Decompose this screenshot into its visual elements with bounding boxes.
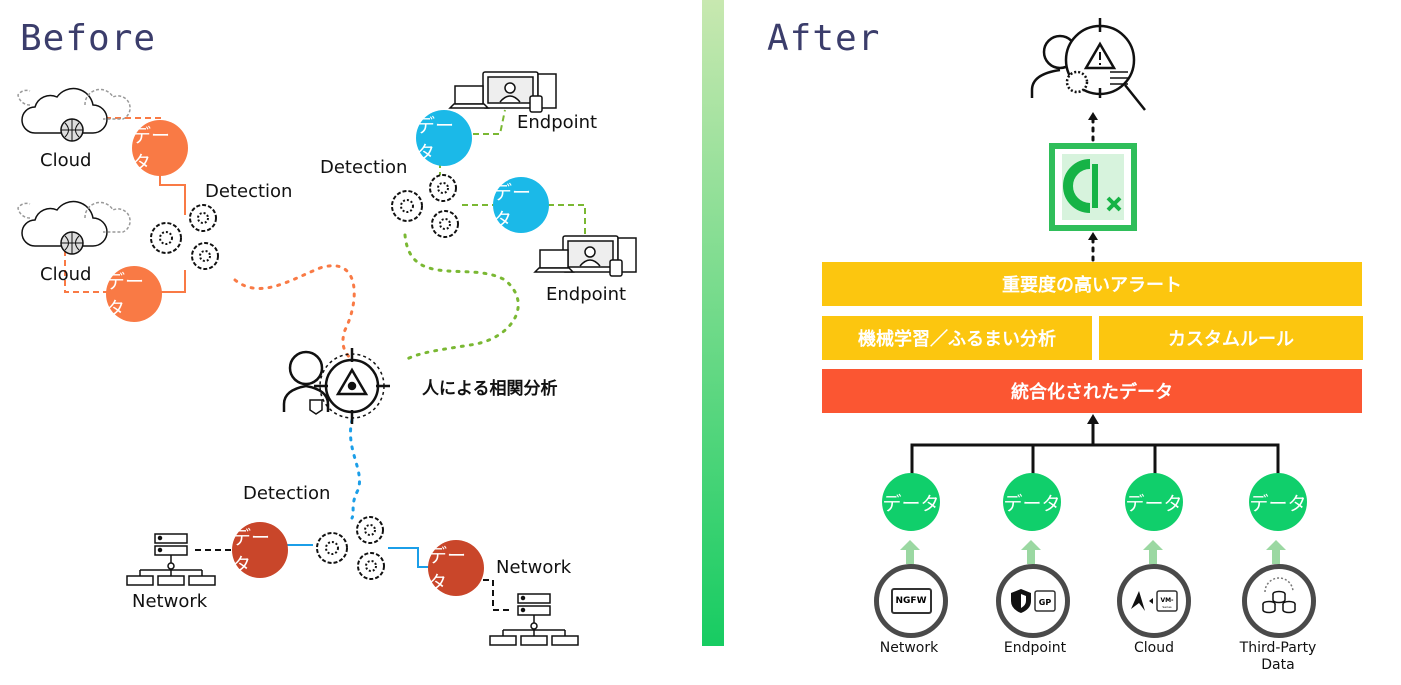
cortex-logo-icon <box>1049 143 1137 231</box>
data-circle-endpoint: データ <box>416 110 472 166</box>
vm-series-source-icon: VM- Series <box>1117 564 1191 638</box>
endpoint-devices-icon <box>533 235 637 277</box>
svg-text:Series: Series <box>1162 605 1172 609</box>
cloud-label: Cloud <box>40 150 92 171</box>
ngfw-source-icon: NGFW <box>874 564 948 638</box>
cloud-label: Cloud <box>40 264 92 285</box>
data-circle-cloud: データ <box>132 120 188 176</box>
up-arrow-icon <box>900 540 1286 564</box>
globalprotect-source-icon: GP <box>996 564 1070 638</box>
data-circle-cloud: データ <box>106 266 162 322</box>
analyst-icon <box>282 350 330 415</box>
before-connectors <box>17 71 637 646</box>
endpoint-label: Endpoint <box>546 284 627 305</box>
endpoint-label: Endpoint <box>517 112 598 133</box>
network-label: Network <box>496 557 572 578</box>
high-severity-alert-bar: 重要度の高いアラート <box>822 262 1362 306</box>
svg-text:VM-: VM- <box>1160 597 1174 604</box>
gears-icon <box>391 174 459 238</box>
source-label-third-party: Third-Party Data <box>1239 640 1317 673</box>
data-circle-network: データ <box>882 473 940 531</box>
svg-text:GP: GP <box>1039 598 1052 607</box>
database-icon <box>1262 577 1296 614</box>
gears-icon <box>316 516 385 580</box>
divider-bar <box>702 0 724 646</box>
detection-label: Detection <box>205 181 293 202</box>
after-connectors <box>900 18 1286 564</box>
network-servers-icon <box>126 533 216 586</box>
shield-icon: GP <box>1011 589 1056 613</box>
vm-series-icon: VM- Series <box>1131 590 1178 612</box>
data-circle-network: データ <box>232 522 288 578</box>
gears-icon <box>150 204 219 270</box>
endpoint-devices-icon <box>448 71 557 113</box>
cloud-icon <box>17 200 131 255</box>
source-label-cloud: Cloud <box>1134 640 1174 656</box>
before-heading: Before <box>20 18 157 59</box>
data-circle-network: データ <box>428 540 484 596</box>
after-heading: After <box>767 18 881 59</box>
analyst-search-icon <box>1030 18 1146 111</box>
source-label-endpoint: Endpoint <box>1003 640 1067 656</box>
data-circle-third-party: データ <box>1249 473 1307 531</box>
data-circle-cloud: データ <box>1125 473 1183 531</box>
unified-data-bar: 統合化されたデータ <box>822 369 1362 413</box>
source-label-network: Network <box>879 640 939 656</box>
detection-label: Detection <box>243 483 331 504</box>
third-party-data-source-icon <box>1242 564 1316 638</box>
data-circle-endpoint: データ <box>493 177 549 233</box>
detection-label: Detection <box>320 157 408 178</box>
ml-behavior-analysis-bar: 機械学習／ふるまい分析 <box>822 316 1092 360</box>
human-analysis-label: 人による相関分析 <box>422 379 558 399</box>
data-circle-endpoint: データ <box>1003 473 1061 531</box>
network-servers-icon <box>489 593 579 646</box>
target-alert-icon <box>314 348 390 424</box>
custom-rules-bar: カスタムルール <box>1099 316 1363 360</box>
cloud-icon <box>17 87 131 142</box>
network-label: Network <box>132 591 208 612</box>
